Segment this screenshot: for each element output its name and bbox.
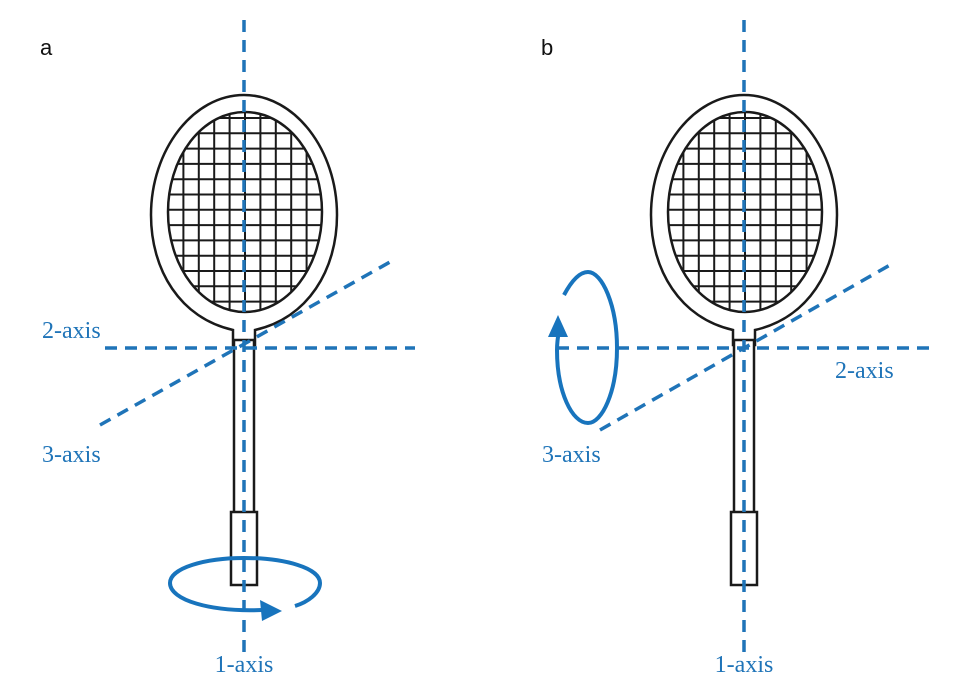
panel-a: a 2-axis 3-axis 1-axis xyxy=(40,20,415,678)
axis-3-label-b: 3-axis xyxy=(542,442,601,468)
arrowhead-icon xyxy=(260,600,282,621)
axis-3-line-b xyxy=(599,263,891,432)
rotation-arrow-a xyxy=(167,555,323,613)
panel-label-b: b xyxy=(541,35,553,60)
rotation-arrow-b xyxy=(554,269,620,426)
axis-2-label-a: 2-axis xyxy=(42,318,101,344)
panel-b: b 2-axis 3-axis 1-axis xyxy=(541,20,935,678)
panel-label-a: a xyxy=(40,35,53,60)
axis-2-label-b: 2-axis xyxy=(835,358,894,384)
axis-1-label-a: 1-axis xyxy=(215,652,274,678)
axis-1-label-b: 1-axis xyxy=(715,652,774,678)
axis-3-label-a: 3-axis xyxy=(42,442,101,468)
axis-3-line-a xyxy=(99,260,391,427)
arrowhead-icon xyxy=(548,315,568,337)
